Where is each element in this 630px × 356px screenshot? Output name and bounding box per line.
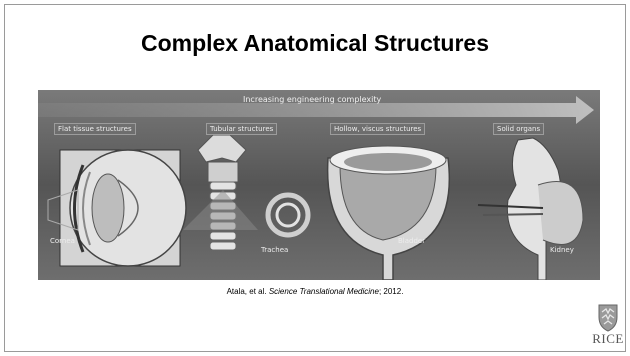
organ-label-kidney: Kidney — [550, 246, 574, 254]
organ-label-trachea: Trachea — [261, 246, 288, 254]
citation: Atala, et al. Science Translational Medi… — [0, 287, 630, 296]
citation-authors: Atala, et al. — [227, 287, 269, 296]
category-label-flat: Flat tissue structures — [54, 123, 136, 135]
eye-illustration — [48, 150, 186, 266]
organ-label-cornea: Cornea — [50, 237, 75, 245]
category-label-hollow: Hollow, viscus structures — [330, 123, 425, 135]
rice-logo: RICE — [591, 303, 625, 348]
organ-complexity-figure: Increasing engineering complexity Flat t… — [38, 90, 600, 280]
rice-shield-icon — [591, 303, 625, 333]
figure-artwork — [38, 90, 600, 280]
citation-year: ; 2012. — [379, 287, 403, 296]
rice-logo-text: RICE — [591, 331, 625, 347]
category-label-solid: Solid organs — [493, 123, 544, 135]
citation-journal: Science Translational Medicine — [269, 287, 379, 296]
slide-title: Complex Anatomical Structures — [0, 30, 630, 57]
organ-label-bladder: Bladder — [398, 237, 425, 245]
category-label-tubular: Tubular structures — [206, 123, 277, 135]
complexity-arrow-label: Increasing engineering complexity — [243, 95, 381, 104]
